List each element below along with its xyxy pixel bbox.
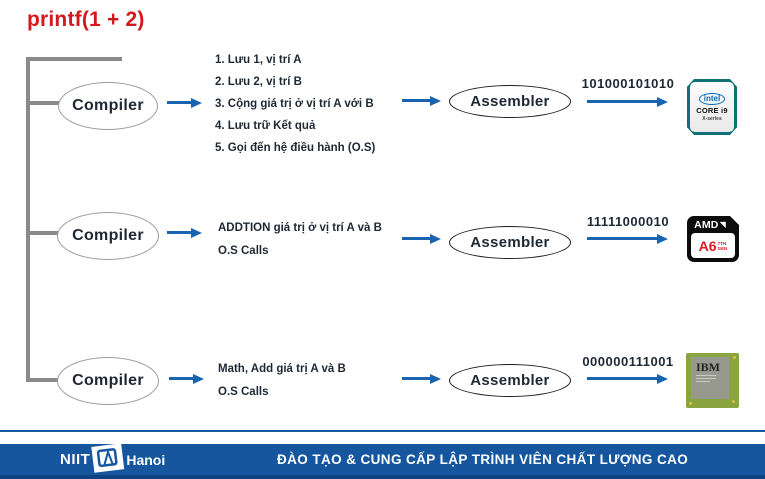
step-item: 2. Lưu 2, vị trí B xyxy=(215,76,302,88)
step-item: Math, Add giá trị A và B xyxy=(218,363,346,375)
arrow-assembler-to-chip-3 xyxy=(587,377,657,380)
instruction-steps-2: ADDTION giá trị ở vị trí A và B O.S Call… xyxy=(218,217,382,263)
binary-code-3: 000000111001 xyxy=(582,354,674,369)
amd-gen-line2: GEN xyxy=(717,245,728,251)
niit-emblem-icon xyxy=(97,447,118,467)
ibm-die-text-line xyxy=(696,378,716,379)
compiler-label-3: Compiler xyxy=(72,372,144,389)
compiler-node-3: Compiler xyxy=(57,357,159,405)
assembler-node-2: Assembler xyxy=(449,226,571,259)
amd-model-panel: A6 7TH GEN xyxy=(691,233,735,258)
amd-logo: AMD ◥ xyxy=(687,219,733,231)
pcb-pad-dot xyxy=(732,400,735,403)
instruction-steps-1: 1. Lưu 1, vị trí A 2. Lưu 2, vị trí B 3.… xyxy=(215,49,375,159)
amd-arrow-mark-icon: ◥ xyxy=(719,220,726,229)
assembler-label-3: Assembler xyxy=(470,372,550,389)
arrow-steps-to-assembler-3 xyxy=(402,377,430,380)
intel-model-label: CORE i9 xyxy=(696,105,728,115)
assembler-label-1: Assembler xyxy=(470,93,550,110)
compiler-node-2: Compiler xyxy=(57,212,159,260)
amd-gen-line1: 7TH xyxy=(717,240,727,246)
footer-bottom-strip xyxy=(0,475,765,479)
arrow-steps-to-assembler-1 xyxy=(402,99,430,102)
step-item: ADDTION giá trị ở vị trí A và B xyxy=(218,222,382,234)
footer-bar: NIIT Hanoi ĐÀO TẠO & CUNG CẤP LẬP TRÌNH … xyxy=(0,442,765,479)
pcb-pad-dot xyxy=(733,356,736,359)
assembler-label-2: Assembler xyxy=(470,234,550,251)
ibm-die-text-line xyxy=(696,375,716,376)
compiler-node-1: Compiler xyxy=(58,82,158,130)
instruction-steps-3: Math, Add giá trị A và B O.S Calls xyxy=(218,358,346,404)
bracket-vertical-line xyxy=(26,57,30,382)
assembler-node-1: Assembler xyxy=(449,85,571,118)
binary-code-1: 101000101010 xyxy=(581,76,675,91)
footer-divider-line xyxy=(0,430,765,432)
step-item: 5. Gọi đến hệ điều hành (O.S) xyxy=(215,142,376,154)
bracket-branch-2 xyxy=(26,231,64,235)
arrow-compiler-to-steps-1 xyxy=(167,101,191,104)
niit-hanoi-logo: NIIT Hanoi xyxy=(60,442,166,475)
arrow-assembler-to-chip-1 xyxy=(587,100,657,103)
footer-tagline: ĐÀO TẠO & CUNG CẤP LẬP TRÌNH VIÊN CHẤT L… xyxy=(277,452,689,467)
amd-gen-label: 7TH GEN xyxy=(718,241,728,251)
chip-intel-core-i9: intel CORE i9 X-series xyxy=(687,79,737,135)
compiler-label-2: Compiler xyxy=(72,227,144,244)
arrow-compiler-to-steps-3 xyxy=(169,377,193,380)
arrow-steps-to-assembler-2 xyxy=(402,237,430,240)
compiler-label-1: Compiler xyxy=(72,97,144,114)
chip-ibm: IBM xyxy=(686,353,739,408)
bracket-branch-1 xyxy=(26,101,64,105)
arrow-compiler-to-steps-2 xyxy=(167,231,191,234)
step-item: O.S Calls xyxy=(218,386,269,398)
arrow-assembler-to-chip-2 xyxy=(587,237,657,240)
bracket-top-line xyxy=(26,57,122,61)
ibm-die-text-line xyxy=(696,381,710,382)
hanoi-brand-text: Hanoi xyxy=(126,451,166,468)
step-item: 4. Lưu trữ Kết quả xyxy=(215,120,316,132)
intel-series-label: X-series xyxy=(702,115,722,122)
ibm-chip-die: IBM xyxy=(691,357,729,399)
intel-chip-lid: intel CORE i9 X-series xyxy=(690,82,734,132)
binary-code-2: 11111000010 xyxy=(586,214,670,229)
ibm-logo: IBM xyxy=(696,360,720,374)
pcb-pad-dot xyxy=(689,402,692,405)
step-item: 3. Cộng giá trị ở vị trí A với B xyxy=(215,98,374,110)
amd-model-label: A6 xyxy=(698,237,717,254)
step-item: 1. Lưu 1, vị trí A xyxy=(215,54,302,66)
page-title: printf(1 + 2) xyxy=(27,8,145,31)
step-item: O.S Calls xyxy=(218,245,269,257)
chip-amd-a6: AMD ◥ A6 7TH GEN xyxy=(687,215,740,262)
intel-logo: intel xyxy=(698,92,726,105)
amd-brand-label: AMD xyxy=(694,219,719,231)
niit-brand-text: NIIT xyxy=(60,451,91,468)
assembler-node-3: Assembler xyxy=(449,364,571,397)
bracket-branch-3 xyxy=(26,378,60,382)
niit-logo-icon xyxy=(91,442,125,473)
